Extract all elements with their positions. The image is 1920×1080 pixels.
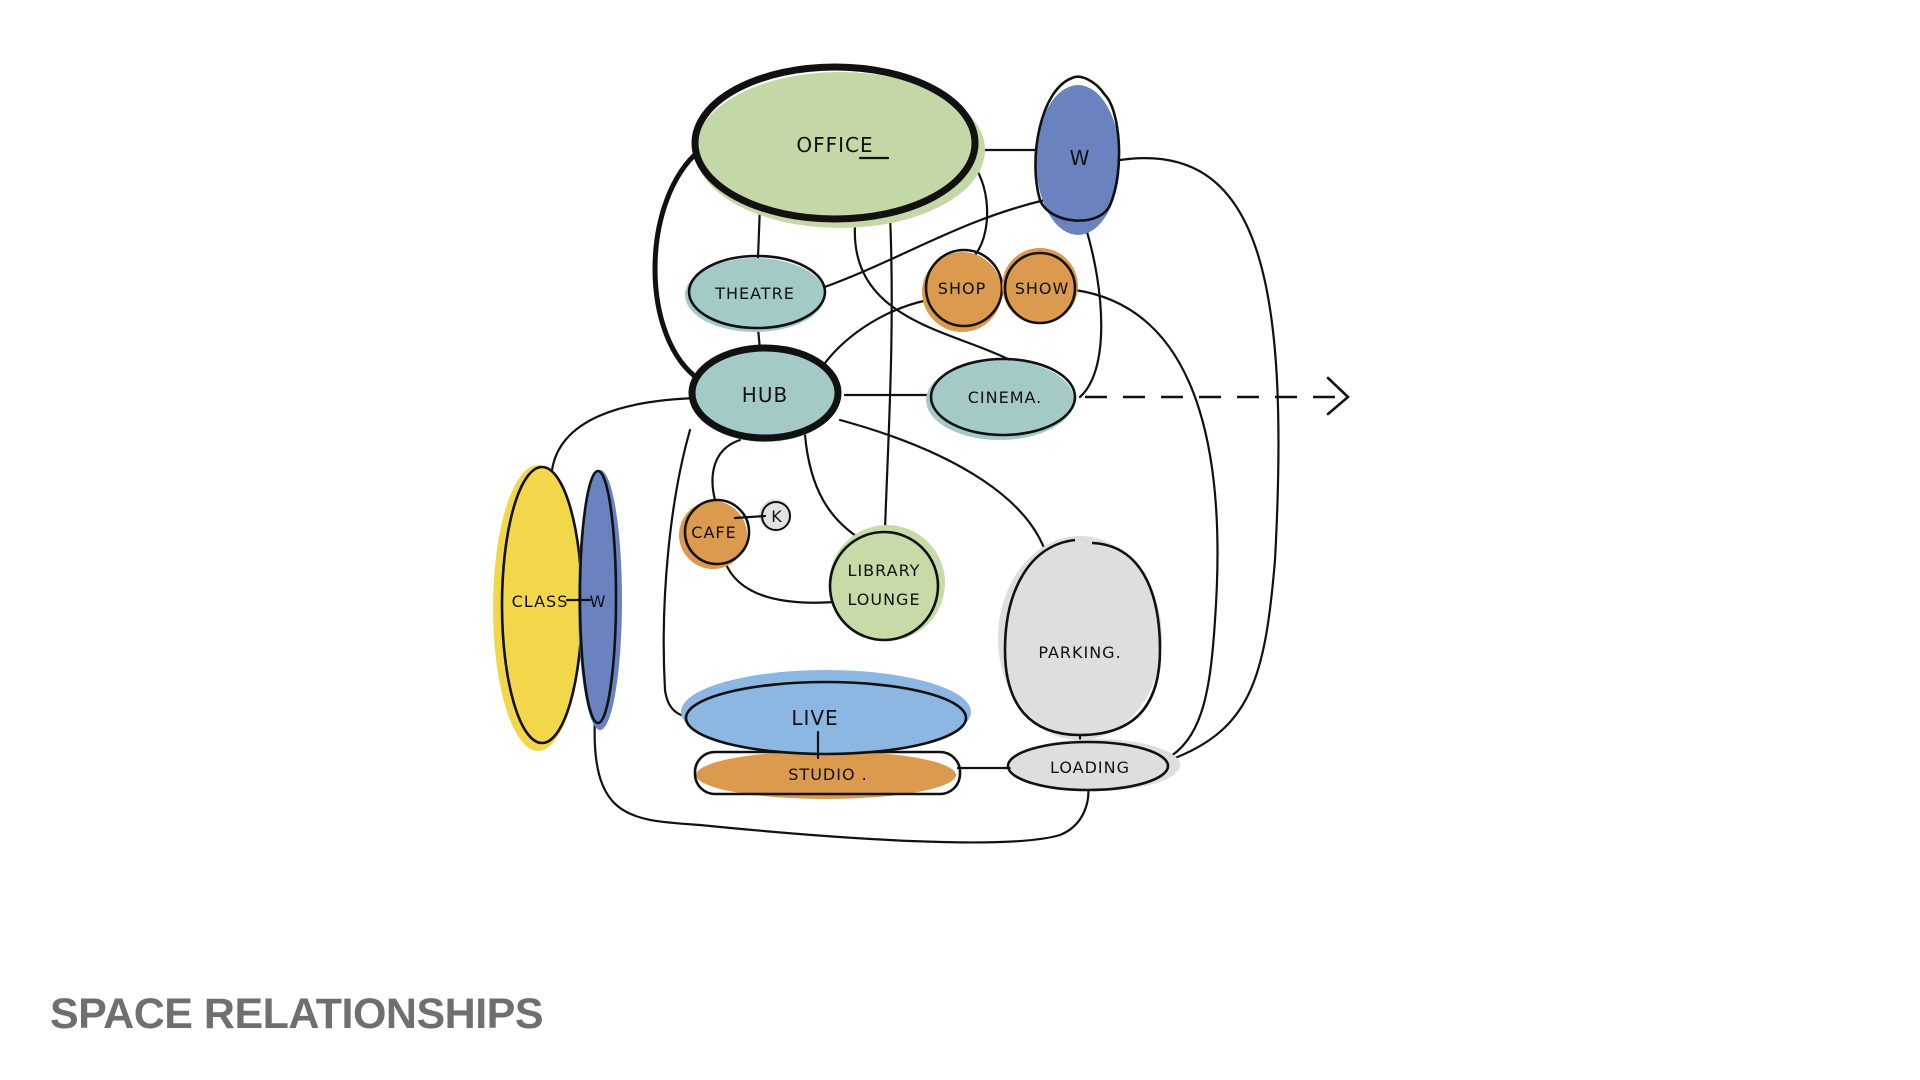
lounge-label: LOUNGE [847,590,920,609]
space-cafe: CAFE [679,498,751,569]
shop-outline [924,248,1004,328]
connection-wc-left-loading [593,713,1090,844]
live-outline [684,680,968,756]
wc-left-label: W [590,592,607,611]
kitchen-label: K [771,507,783,526]
space-library-lounge: LIBRARY LOUNGE [828,525,945,642]
loading-fill [1010,739,1180,791]
live-label: LIVE [791,706,838,730]
connection-wc-theatre [820,198,1047,290]
space-class: CLASS [493,465,584,751]
connection-wc-loading [1118,157,1280,762]
office-fill [695,72,985,228]
space-kitchen: K [733,499,791,531]
shop-fill [922,252,1002,332]
wc-top-label: W [1070,146,1091,170]
space-wc-top: W [1034,75,1121,235]
connection-wc-cinema [1078,223,1103,399]
show-fill [1002,248,1078,324]
parking-label: PARKING. [1038,643,1121,662]
shop-label: SHOP [938,279,986,298]
hub-outline [688,344,842,442]
theatre-label: THEATRE [714,284,795,303]
space-parking: PARKING. [998,536,1162,754]
wc-top-outline [1034,75,1121,222]
wc-left-outline [578,469,618,725]
arrow-head-icon [1326,376,1350,416]
space-wc-left: W [565,469,622,730]
space-shop: SHOP [922,248,1004,332]
cafe-label: CAFE [691,523,736,542]
space-loading: LOADING [1006,739,1180,792]
loading-outline [1006,740,1170,792]
loading-label: LOADING [1050,758,1130,777]
cinema-label: CINEMA. [968,388,1043,407]
library-outline [828,530,940,642]
show-outline [1003,251,1077,325]
space-hub: HUB [688,344,842,442]
space-office: OFFICE [691,63,985,228]
office-outline [691,63,979,223]
library-fill [829,525,945,641]
connection-hub-parking [838,418,1052,572]
class-label: CLASS [512,592,569,611]
hub-fill [690,348,840,442]
wc-top-fill [1036,85,1120,235]
cinema-outline [929,357,1077,437]
kitchen-fill [759,499,791,531]
parking-fill [998,536,1162,740]
external-arrow [1085,376,1350,416]
theatre-outline [687,254,827,330]
connection-hub-library [803,433,864,542]
cafe-fill [679,501,747,569]
show-label: SHOW [1015,279,1070,298]
studio-label: STUDIO . [788,765,867,784]
library-label: LIBRARY [848,561,921,580]
live-fill [681,670,971,754]
office-label: OFFICE [796,133,873,157]
connection-cafe-lounge [723,560,837,604]
connection-office-hub-outer [652,148,702,383]
cafe-outline [683,498,751,566]
page-title: SPACE RELATIONSHIPS [50,990,544,1038]
space-cinema: CINEMA. [926,357,1077,440]
space-studio: STUDIO . [693,750,962,799]
connection-cafe-kitchen [733,514,767,520]
space-show: SHOW [1002,248,1078,325]
connection-hub-class [550,396,702,472]
connection-shop-hub [818,298,930,372]
space-theatre: THEATRE [685,254,827,332]
connection-hub-cafe [711,438,742,502]
wc-left-fill [578,470,622,730]
theatre-fill [685,258,825,332]
connection-show-loading [1073,288,1219,762]
class-fill [493,465,583,751]
connection-hub-live [662,428,702,720]
connection-office-cinema [853,223,1012,362]
studio-fill [696,751,956,799]
hub-label: HUB [742,383,788,407]
space-live: LIVE [681,670,971,760]
cinema-fill [926,360,1074,440]
